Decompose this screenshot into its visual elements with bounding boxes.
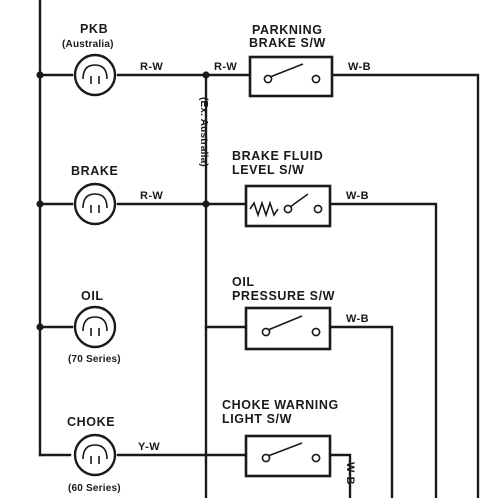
choke-lamp-icon bbox=[73, 433, 117, 477]
wire-code-brake-out: R-W bbox=[140, 190, 163, 202]
fluid-switch-label-line1: BRAKE FLUID bbox=[232, 149, 323, 163]
choke-lamp-label: CHOKE bbox=[67, 415, 115, 429]
oil-switch-output-wire bbox=[328, 325, 394, 498]
oil-lamp-label: OIL bbox=[81, 289, 104, 303]
choke-lamp-note: (60 Series) bbox=[68, 483, 121, 494]
pkb-junction-dot bbox=[36, 71, 44, 79]
choke-switch-label-line1: CHOKE WARNING bbox=[222, 398, 339, 412]
ex-australia-note: (Ex. Australia) bbox=[198, 97, 209, 167]
parking-brake-switch-symbol bbox=[248, 55, 334, 98]
wire-code-parking-switch-out: W-B bbox=[348, 61, 371, 73]
brake-fluid-junction-dot bbox=[202, 200, 210, 208]
oil-pressure-switch-symbol bbox=[244, 306, 332, 351]
parking-switch-output-wire bbox=[330, 73, 480, 498]
choke-warning-switch-symbol bbox=[244, 434, 332, 478]
parking-switch-label-line1: PARKNING bbox=[252, 23, 323, 37]
oil-junction-dot bbox=[36, 323, 44, 331]
parking-switch-junction-dot bbox=[202, 71, 210, 79]
pkb-lamp-icon bbox=[73, 53, 117, 97]
choke-switch-output-wire bbox=[328, 453, 352, 498]
pkb-lamp-note: (Australia) bbox=[62, 39, 114, 50]
fluid-switch-label-line2: LEVEL S/W bbox=[232, 163, 305, 177]
wire-code-oil-switch-out: W-B bbox=[346, 313, 369, 325]
wire-code-choke-switch-out: W-B bbox=[344, 462, 356, 485]
wire-code-choke-out: Y-W bbox=[138, 441, 160, 453]
brake-junction-dot bbox=[36, 200, 44, 208]
fluid-switch-output-wire bbox=[328, 202, 438, 498]
brake-fluid-switch-symbol bbox=[244, 184, 332, 228]
wire-code-fluid-switch-out: W-B bbox=[346, 190, 369, 202]
brake-lamp-icon bbox=[73, 182, 117, 226]
wire-code-pkb-switch-in: R-W bbox=[214, 61, 237, 73]
choke-switch-label-line2: LIGHT S/W bbox=[222, 412, 292, 426]
wire-code-pkb-out: R-W bbox=[140, 61, 163, 73]
brake-lamp-label: BRAKE bbox=[71, 164, 118, 178]
oil-switch-label-line1: OIL bbox=[232, 275, 255, 289]
parking-switch-label-line2: BRAKE S/W bbox=[249, 36, 326, 50]
oil-lamp-note: (70 Series) bbox=[68, 354, 121, 365]
pkb-lamp-label: PKB bbox=[80, 22, 108, 36]
oil-lamp-icon bbox=[73, 305, 117, 349]
oil-switch-label-line2: PRESSURE S/W bbox=[232, 289, 335, 303]
